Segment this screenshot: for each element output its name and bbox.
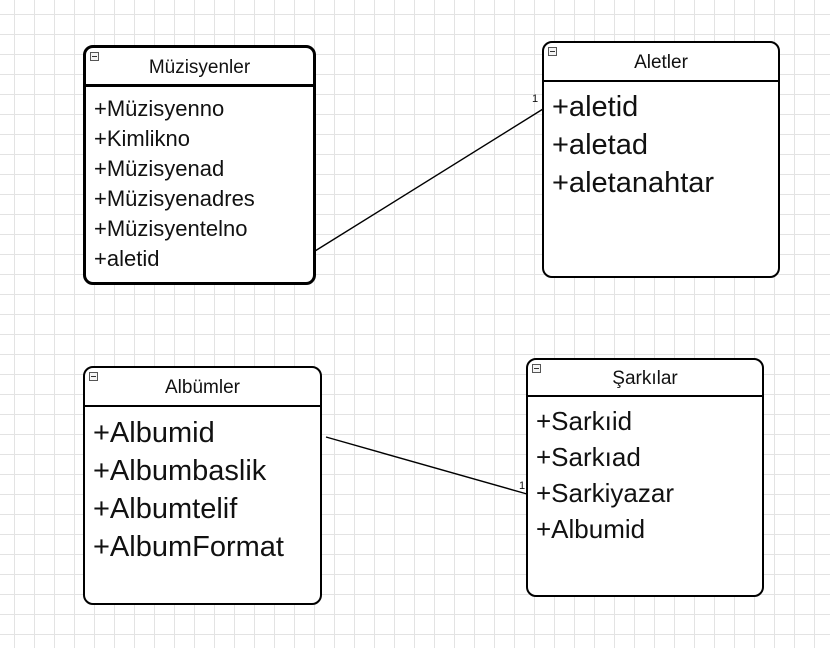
entity-aletler[interactable]: Aletler +aletid +aletad +aletanahtar: [542, 41, 780, 278]
attribute-item[interactable]: +aletid: [94, 246, 160, 271]
attribute-item[interactable]: +Müzisyenadres: [94, 186, 255, 211]
relation-line-muzisyenler-aletler[interactable]: [314, 108, 544, 252]
attribute-item[interactable]: +aletid: [552, 91, 639, 123]
attribute-item[interactable]: +Müzisyenad: [94, 156, 225, 181]
attribute-item[interactable]: +Albumid: [536, 514, 646, 544]
collapse-icon[interactable]: [532, 364, 541, 373]
attribute-list: +Müzisyenno +Kimlikno +Müzisyenad +Müzis…: [86, 87, 313, 274]
collapse-icon[interactable]: [548, 47, 557, 56]
attribute-item[interactable]: +Albumbaslik: [93, 455, 267, 487]
collapse-icon[interactable]: [89, 372, 98, 381]
attribute-item[interactable]: +Sarkıid: [536, 406, 633, 436]
attribute-item[interactable]: +Kimlikno: [94, 126, 190, 151]
attribute-item[interactable]: +aletanahtar: [552, 167, 715, 199]
attribute-list: +aletid +aletad +aletanahtar: [544, 82, 778, 202]
attribute-item[interactable]: +Albumtelif: [93, 493, 238, 525]
attribute-item[interactable]: +Sarkiyazar: [536, 478, 674, 508]
entity-title: Albümler: [165, 377, 240, 398]
entity-header[interactable]: Müzisyenler: [86, 48, 313, 87]
entity-muzisyenler[interactable]: Müzisyenler +Müzisyenno +Kimlikno +Müzis…: [83, 45, 316, 285]
entity-header[interactable]: Şarkılar: [528, 360, 762, 397]
entity-title: Şarkılar: [612, 368, 678, 389]
entity-header[interactable]: Aletler: [544, 43, 778, 82]
entity-title: Aletler: [634, 52, 688, 73]
multiplicity-label-aletler: 1: [532, 93, 539, 105]
entity-title: Müzisyenler: [148, 57, 251, 78]
collapse-icon[interactable]: [90, 52, 99, 61]
attribute-list: +Albumid +Albumbaslik +Albumtelif +Album…: [85, 407, 320, 566]
attribute-item[interactable]: +Sarkıad: [536, 442, 641, 472]
attribute-item[interactable]: +Müzisyentelno: [94, 216, 248, 241]
attribute-list: +Sarkıid +Sarkıad +Sarkiyazar +Albumid: [528, 397, 762, 547]
attribute-item[interactable]: +AlbumFormat: [93, 531, 284, 563]
relation-line-albumler-sarkilar[interactable]: [325, 436, 528, 495]
attribute-item[interactable]: +aletad: [552, 129, 648, 161]
entity-header[interactable]: Albümler: [85, 368, 320, 407]
entity-albumler[interactable]: Albümler +Albumid +Albumbaslik +Albumtel…: [83, 366, 322, 605]
attribute-item[interactable]: +Müzisyenno: [94, 96, 225, 121]
multiplicity-label-sarkilar: 1: [519, 480, 526, 492]
attribute-item[interactable]: +Albumid: [93, 417, 215, 449]
entity-sarkilar[interactable]: Şarkılar +Sarkıid +Sarkıad +Sarkiyazar +…: [526, 358, 764, 597]
